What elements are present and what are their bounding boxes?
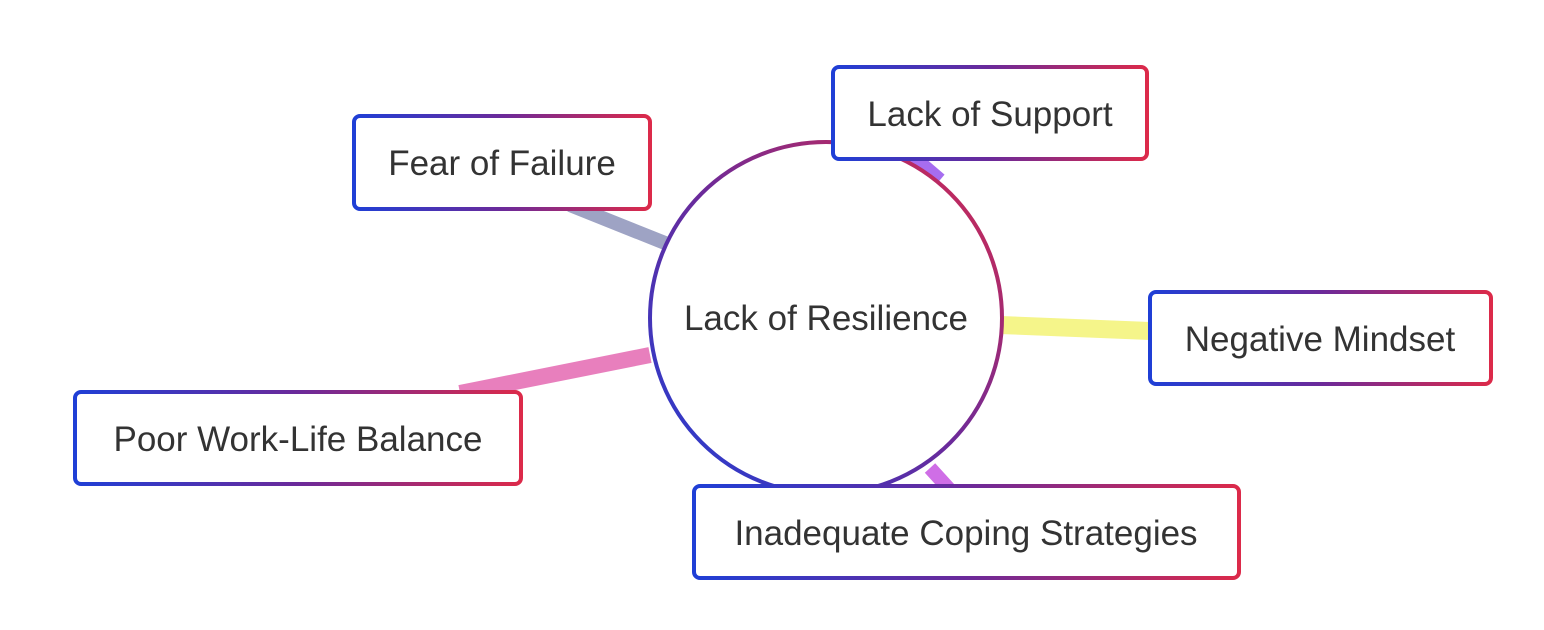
edge-negative-mindset bbox=[999, 316, 1151, 340]
branch-node-label: Inadequate Coping Strategies bbox=[734, 514, 1197, 553]
branch-node-box bbox=[73, 390, 523, 486]
branch-node-inadequate-coping-strategies[interactable]: Inadequate Coping Strategies bbox=[692, 484, 1241, 580]
center-node-label: Lack of Resilience bbox=[684, 299, 968, 338]
branch-node-label: Poor Work-Life Balance bbox=[114, 420, 483, 459]
branch-node-negative-mindset[interactable]: Negative Mindset bbox=[1148, 290, 1493, 386]
branch-node-label: Negative Mindset bbox=[1185, 320, 1456, 359]
center-node[interactable]: Lack of Resilience bbox=[648, 140, 1004, 496]
edge-fear-of-failure bbox=[567, 198, 668, 250]
branch-node-box bbox=[831, 65, 1149, 161]
branch-node-label: Fear of Failure bbox=[388, 144, 616, 183]
branch-node-fear-of-failure[interactable]: Fear of Failure bbox=[352, 114, 652, 211]
branch-node-box bbox=[352, 114, 652, 211]
branch-node-box bbox=[692, 484, 1241, 580]
branch-node-poor-work-life-balance[interactable]: Poor Work-Life Balance bbox=[73, 390, 523, 486]
branch-node-lack-of-support[interactable]: Lack of Support bbox=[831, 65, 1149, 161]
branch-node-box bbox=[1148, 290, 1493, 386]
branch-node-label: Lack of Support bbox=[867, 95, 1112, 134]
edge-poor-work-life-balance bbox=[458, 347, 652, 401]
